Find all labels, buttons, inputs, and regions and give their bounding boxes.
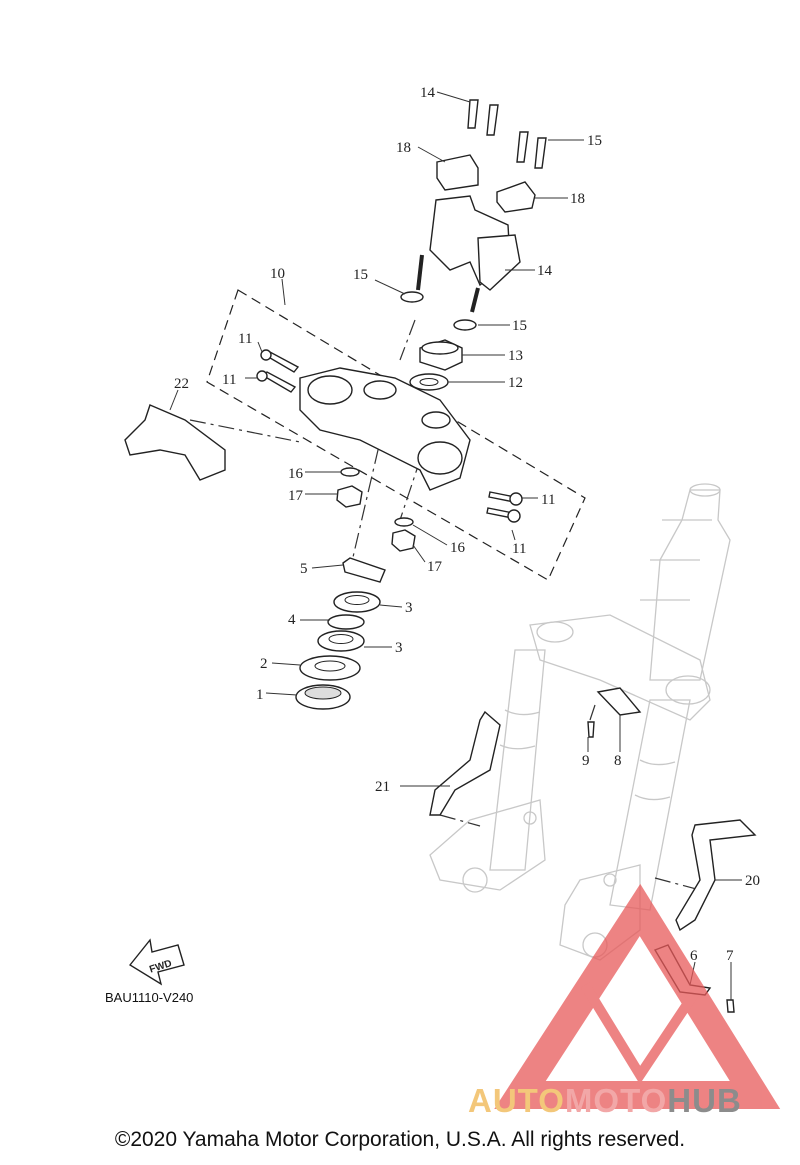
ring-nut: [333, 591, 381, 613]
callout-label: 20: [745, 873, 760, 889]
callout-label: 16: [450, 540, 466, 556]
callout-label: 11: [222, 372, 236, 388]
washer: [453, 319, 477, 331]
leader-lines: [169, 91, 742, 1000]
callout-label: 6: [690, 948, 698, 964]
callout-label: 17: [288, 488, 304, 504]
callout-label: 18: [396, 140, 411, 156]
bearing: [295, 684, 351, 710]
washer: [340, 467, 360, 477]
axis-line: [399, 319, 416, 361]
watermark-text: AUTOMOTOHUB: [468, 1082, 742, 1120]
axis-line: [589, 704, 596, 721]
upper-bracket: [299, 367, 471, 491]
axis-line: [654, 877, 701, 891]
cap-nut: [391, 529, 416, 552]
assembly-outline-10: [206, 289, 586, 581]
callout-label: 4: [288, 612, 296, 628]
washer: [394, 517, 414, 527]
forward-arrow-icon: FWD: [128, 938, 185, 986]
callout-label: 11: [512, 541, 526, 557]
cable-clamp: [596, 687, 642, 716]
callout-label: 16: [288, 466, 304, 482]
callout-label: 14: [537, 263, 553, 279]
frame-and-fork-ghost: [429, 483, 731, 961]
callout-label: 15: [587, 133, 602, 149]
holder-bolt: [467, 99, 547, 169]
callout-label: 10: [270, 266, 285, 282]
callout-label: 3: [405, 600, 413, 616]
callout-label: 5: [300, 561, 308, 577]
pinch-bolt: [256, 349, 523, 523]
lock-washer: [327, 614, 365, 630]
upper-holder: [436, 154, 536, 213]
callout-label: 1: [256, 687, 264, 703]
watermark-moto: MOTO: [564, 1082, 668, 1119]
axis-line: [349, 419, 386, 571]
callout-label: 17: [427, 559, 443, 575]
callout-labels: 14 15 18 18 14 15 15 13 12 10 11 11 11 1…: [174, 85, 760, 964]
washer-cover: [342, 557, 386, 583]
washer: [400, 291, 424, 303]
bearing-race: [299, 655, 361, 681]
cable-guide-bracket: [124, 404, 226, 481]
hose-holder-right: [675, 819, 757, 932]
steering-stem-nut: [419, 339, 463, 371]
watermark-hub: HUB: [667, 1082, 742, 1119]
copyright-notice: ©2020 Yamaha Motor Corporation, U.S.A. A…: [114, 1128, 686, 1151]
axis-line: [189, 419, 301, 443]
callout-label: 11: [541, 492, 555, 508]
callout-label: 15: [353, 267, 368, 283]
cap-nut: [336, 485, 363, 508]
diagram-code: BAU1110-V240: [105, 990, 193, 1005]
callout-label: 18: [570, 191, 585, 207]
callout-label: 15: [512, 318, 527, 334]
callout-label: 2: [260, 656, 268, 672]
callout-label: 14: [420, 85, 436, 101]
ring-nut: [317, 630, 365, 652]
callout-label: 8: [614, 753, 622, 769]
callout-label: 22: [174, 376, 189, 392]
watermark-auto: AUTO: [468, 1082, 565, 1119]
handlebar-holder: [416, 195, 521, 313]
clamp-screw: [726, 999, 735, 1013]
clamp-screw: [587, 721, 595, 738]
callout-label: 11: [238, 331, 252, 347]
callout-label: 13: [508, 348, 523, 364]
callout-label: 3: [395, 640, 403, 656]
axis-line: [439, 814, 481, 827]
callout-label: 12: [508, 375, 523, 391]
callout-label: 7: [726, 948, 734, 964]
callout-label: 9: [582, 753, 590, 769]
hose-holder-left: [429, 710, 501, 816]
watermark-logo: [494, 883, 781, 1109]
callout-label: 21: [375, 779, 390, 795]
